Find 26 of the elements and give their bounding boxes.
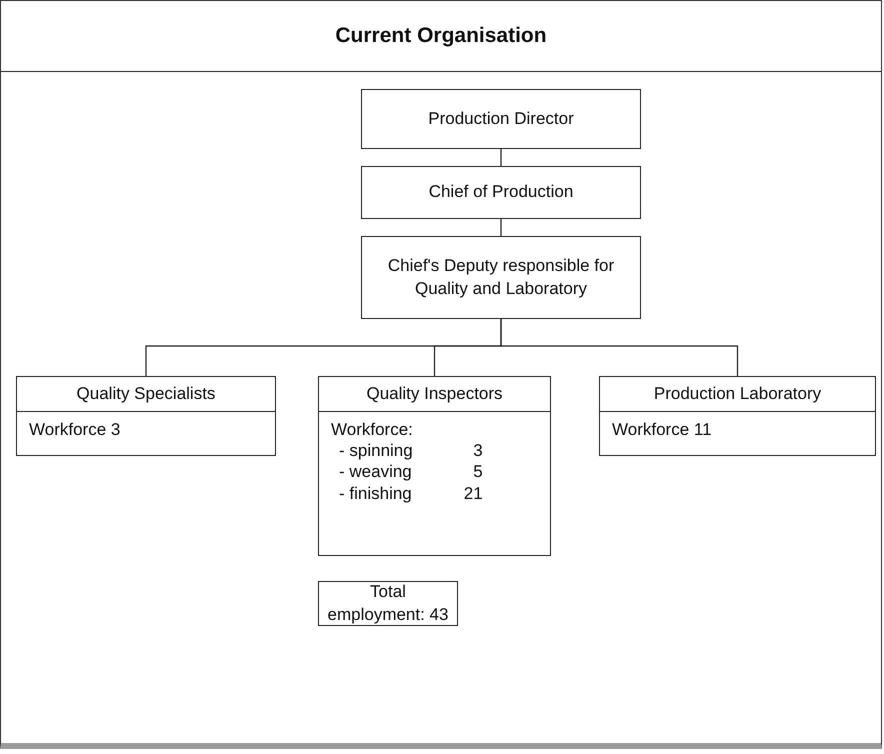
department-name: - finishing [339,482,413,504]
box-label: Chief of Production [428,181,574,204]
org-box [599,376,876,456]
org-box [361,236,641,319]
workforce-count: 3 [472,440,483,462]
org-box [318,376,551,556]
workforce-text: Workforce 3 [29,420,122,440]
workforce-count: 21 [462,482,483,504]
box-label: Total employment: 43 [326,580,450,626]
org-box [361,166,641,219]
diagram-title: Current Organisation [335,24,547,48]
org-box [16,376,276,456]
box-label: Chief's Deputy responsible for Quality and Laboratory [386,254,616,300]
box-title: Quality Specialists [76,384,216,404]
department-name: - spinning [339,440,413,462]
connector-line [500,319,738,376]
connector-line [500,219,502,236]
workforce-text: Workforce: [331,420,414,440]
box-title: Quality Inspectors [366,384,503,404]
department-name: - weaving [339,461,413,482]
workforce-text: Workforce 11 [612,420,713,440]
box-title: Production Laboratory [654,384,822,404]
connector-line [500,149,502,166]
box-label: Production Director [427,108,575,130]
org-box [361,89,641,149]
workforce-count: 5 [472,461,483,482]
